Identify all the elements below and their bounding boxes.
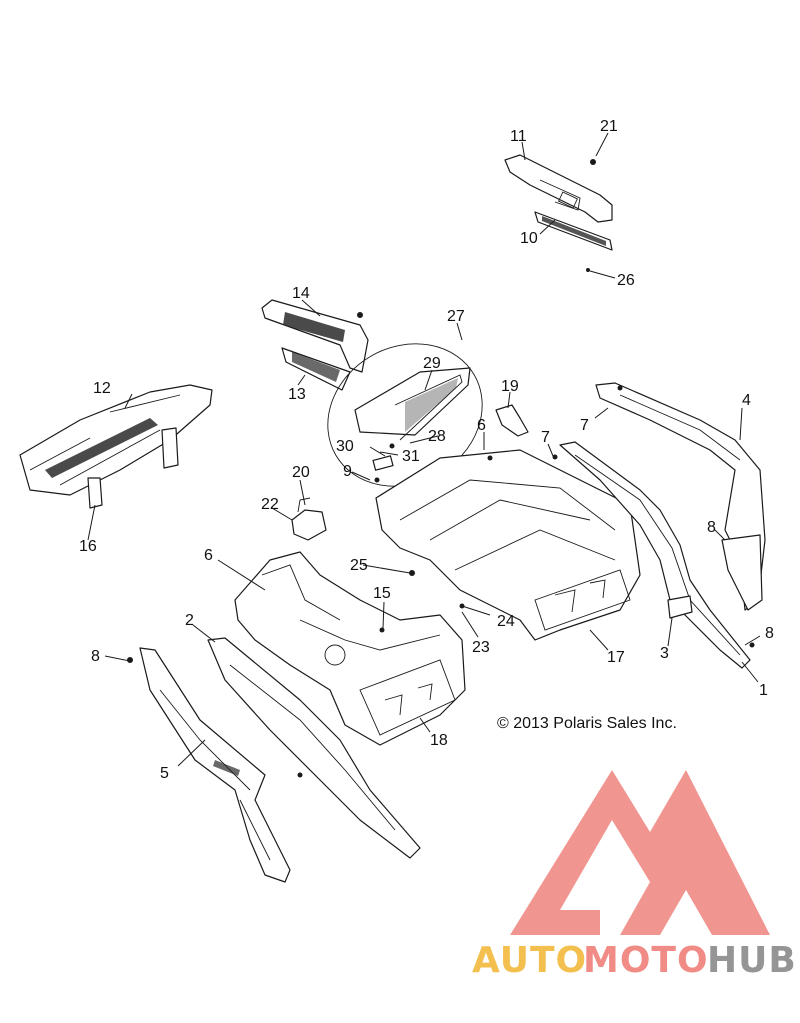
- part-12-rear-tray: [19, 384, 213, 496]
- logo-text-auto: AUTO: [472, 940, 587, 981]
- callout-8-mid: 8: [707, 519, 716, 536]
- callout-28: 28: [428, 428, 446, 445]
- callout-5: 5: [160, 765, 169, 782]
- copyright-text: © 2013 Polaris Sales Inc.: [497, 715, 677, 732]
- callout-2: 2: [185, 612, 194, 629]
- callout-19: 19: [501, 378, 519, 395]
- part-2-side-panel: [207, 637, 421, 859]
- part-20-bracket: [291, 497, 327, 541]
- callout-10: 10: [520, 230, 538, 247]
- callout-24: 24: [497, 613, 515, 630]
- part-17-rear-floor: [375, 449, 641, 641]
- callout-22: 22: [261, 496, 279, 513]
- part-13-vent-duct: [281, 347, 351, 391]
- callout-29: 29: [423, 355, 441, 372]
- part-5-lower-panel: [127, 647, 291, 883]
- callout-31: 31: [402, 448, 420, 465]
- callout-21: 21: [600, 118, 618, 135]
- part-18-floor: [234, 551, 466, 746]
- callout-13: 13: [288, 386, 306, 403]
- automotohub-logo: AUTO MOTO HUB: [472, 770, 797, 981]
- callout-4: 4: [742, 392, 751, 409]
- callout-30: 30: [336, 438, 354, 455]
- callout-14: 14: [292, 285, 310, 302]
- callout-8-right: 8: [765, 625, 774, 642]
- bolt-26: [586, 268, 590, 272]
- callout-26: 26: [617, 272, 635, 289]
- logo-triangle-mark: [510, 770, 770, 935]
- logo-text-moto: MOTO: [583, 940, 709, 981]
- callout-6-left: 6: [204, 547, 213, 564]
- callout-7-right: 7: [580, 417, 589, 434]
- callout-12: 12: [93, 380, 111, 397]
- callout-23: 23: [472, 639, 490, 656]
- callout-labels: 1 2 3 4 5 6 6 7 7 8 8 8 9 10 11 12 13 14…: [79, 118, 774, 782]
- callout-16: 16: [79, 538, 97, 555]
- part-11-cover: [504, 154, 613, 223]
- callout-20: 20: [292, 464, 310, 481]
- logo-text-hub: HUB: [707, 940, 797, 981]
- callout-3: 3: [660, 645, 669, 662]
- callout-15: 15: [373, 585, 391, 602]
- callout-6-right: 6: [477, 417, 486, 434]
- callout-27: 27: [447, 308, 465, 325]
- part-10-grille: [534, 211, 613, 251]
- part-1-right-lower-panel: [552, 441, 755, 669]
- part-19-bracket: [495, 404, 529, 437]
- callout-8-left: 8: [91, 648, 100, 665]
- callout-25: 25: [350, 557, 368, 574]
- callout-18: 18: [430, 732, 448, 749]
- callout-11: 11: [510, 128, 527, 145]
- callout-17: 17: [607, 649, 625, 666]
- part-14-vent-cover: [261, 299, 369, 373]
- part-4-right-panel: [595, 382, 766, 611]
- callout-9: 9: [343, 463, 352, 480]
- part-27-storage-group: [327, 343, 483, 487]
- bolt-21: [590, 159, 596, 165]
- callout-leaders: [87, 132, 761, 767]
- callout-1: 1: [759, 682, 768, 699]
- part-16-bracket: [87, 427, 179, 509]
- callout-7-left: 7: [541, 429, 550, 446]
